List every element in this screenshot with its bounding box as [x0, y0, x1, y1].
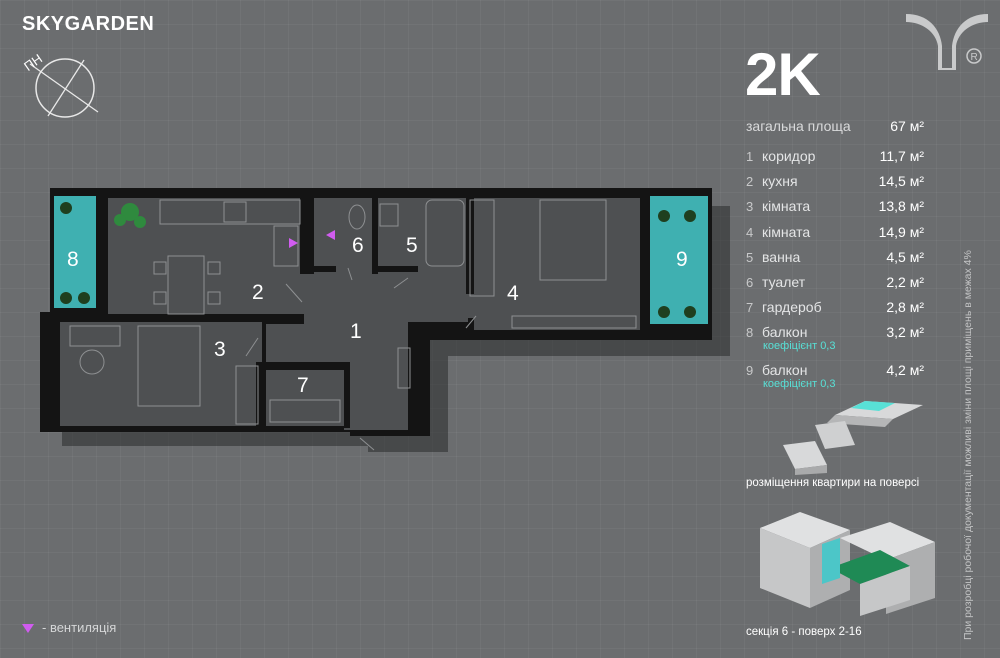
room-area: 14,9 м² [878, 223, 924, 240]
total-area-value: 67 м² [890, 118, 924, 134]
room-row: 7 гардероб 2,8 м² [746, 299, 924, 324]
floor-position-diagram [783, 401, 923, 475]
plant-icon [114, 203, 146, 228]
room-row: 3 кімната 13,8 м² [746, 198, 924, 223]
corridor-tail [344, 330, 408, 430]
room-row: 1 коридор 11,7 м² [746, 148, 924, 173]
wardrobe-floor [266, 370, 344, 426]
room-number: 4 [746, 224, 754, 240]
room-area: 2,8 м² [886, 299, 924, 316]
room-area: 4,5 м² [886, 248, 924, 265]
room-area: 13,8 м² [878, 198, 924, 215]
room-area: 4,2 м² [886, 362, 924, 379]
room-name: ванна [762, 248, 801, 265]
room-name: балкон [762, 362, 808, 379]
room-row: 8 балкон 3,2 м² коефіцієнт 0,3 [746, 324, 924, 362]
brand-title: SKYGARDEN [22, 13, 155, 35]
room-number: 5 [746, 249, 754, 265]
room-name: кімната [762, 198, 811, 215]
room-name: гардероб [762, 299, 822, 316]
section-diagram [760, 512, 935, 616]
balcony-8 [54, 196, 96, 308]
room-row: 5 ванна 4,5 м² [746, 249, 924, 274]
section-caption: секція 6 - поверх 2-16 [746, 626, 862, 638]
plan-label-3: 3 [214, 338, 226, 361]
room-number: 9 [746, 363, 754, 379]
room-name: балкон [762, 324, 808, 341]
room-list: 1 коридор 11,7 м² 2 кухня 14,5 м² 3 кімната 13… [746, 148, 924, 400]
room-name: туалет [762, 273, 806, 290]
room-name: кімната [762, 223, 811, 240]
room-row: 4 кімната 14,9 м² [746, 224, 924, 249]
disclaimer-text: При розробці робочої документації можлив… [962, 250, 974, 640]
room-row: 2 кухня 14,5 м² [746, 173, 924, 198]
balcony-coefficient: коефіцієнт 0,3 [763, 340, 836, 353]
brand-logo-icon: R [906, 14, 988, 70]
room-row: 6 туалет 2,2 м² [746, 274, 924, 299]
plan-label-1: 1 [350, 320, 362, 343]
balcony-coefficient: коефіцієнт 0,3 [763, 378, 836, 391]
room-area: 3,2 м² [886, 324, 924, 341]
room-number: 7 [746, 300, 754, 316]
compass-icon: ПН [21, 51, 99, 118]
legend-ventilation: - вентиляція [22, 620, 116, 635]
floor-position-caption: розміщення квартири на поверсі [746, 477, 920, 489]
bath-floor [376, 198, 468, 270]
plan-label-6: 6 [352, 234, 364, 257]
plan-label-9: 9 [676, 248, 688, 271]
room4-floor [468, 198, 640, 330]
floor-plan: 1 2 3 4 5 6 7 8 9 [40, 188, 730, 452]
ventilation-marker-icon [326, 230, 335, 240]
room-name: кухня [762, 173, 798, 190]
plan-label-7: 7 [297, 374, 309, 397]
room-name: коридор [762, 148, 816, 164]
room-area: 2,2 м² [886, 273, 924, 290]
room-area: 14,5 м² [878, 173, 924, 190]
room-row: 9 балкон 4,2 м² коефіцієнт 0,3 [746, 362, 924, 400]
room-area: 11,7 м² [879, 148, 924, 164]
room-number: 1 [746, 149, 754, 164]
total-area-row: загальна площа 67 м² [746, 118, 924, 134]
plan-label-5: 5 [406, 234, 418, 257]
ventilation-marker-icon [22, 624, 34, 634]
apartment-type: 2K [745, 41, 821, 108]
plan-label-2: 2 [252, 281, 264, 304]
plan-label-4: 4 [507, 282, 519, 305]
room-number: 3 [746, 199, 754, 215]
ventilation-marker-icon [289, 238, 298, 248]
plan-label-8: 8 [67, 248, 79, 271]
total-area-label: загальна площа [746, 118, 851, 134]
wc-floor [316, 198, 372, 270]
svg-text:R: R [971, 52, 978, 63]
room-number: 2 [746, 174, 754, 190]
room-number: 6 [746, 274, 754, 290]
legend-ventilation-label: - вентиляція [42, 620, 117, 635]
room-number: 8 [746, 325, 754, 341]
